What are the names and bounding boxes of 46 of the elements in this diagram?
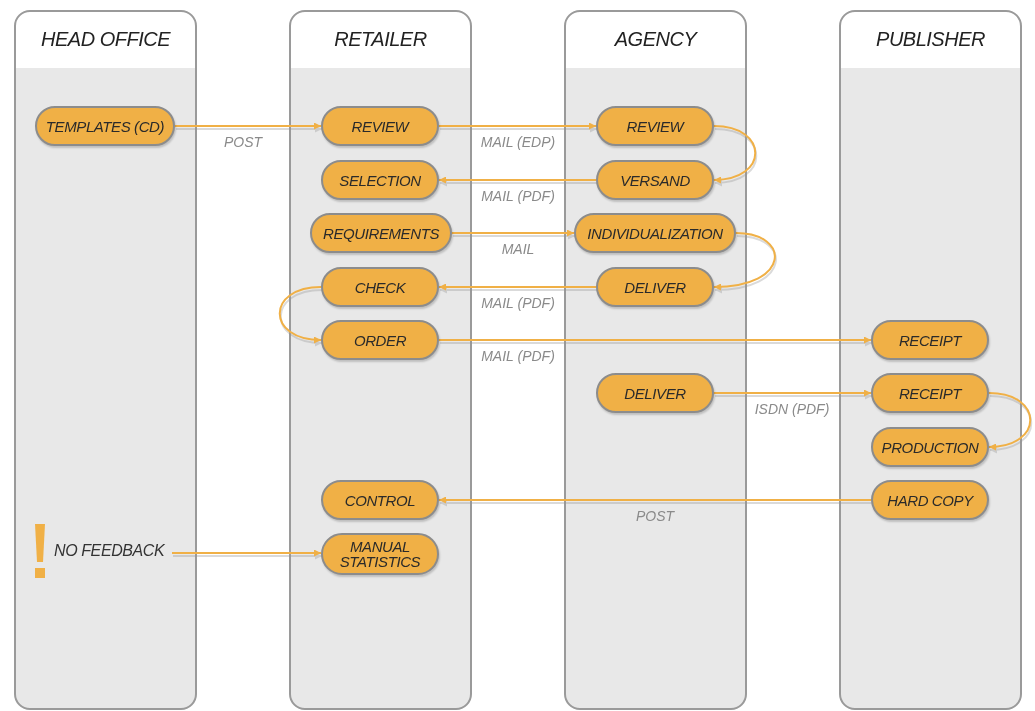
edge-label: MAIL (PDF) (481, 295, 555, 311)
swimlane (564, 10, 747, 710)
arrow (438, 283, 597, 291)
process-pill: MANUAL STATISTICS (321, 533, 439, 575)
process-pill: DELIVER (596, 267, 714, 307)
arrow (713, 125, 757, 183)
arrow (451, 229, 575, 237)
process-pill: CONTROL (321, 480, 439, 520)
swimlane (289, 10, 472, 710)
process-pill: REVIEW (321, 106, 439, 146)
process-pill: DELIVER (596, 373, 714, 413)
arrow (171, 549, 322, 557)
process-pill: RECEIPT (871, 373, 989, 413)
arrow (713, 389, 872, 397)
arrow (438, 176, 597, 184)
edge-label: ISDN (PDF) (754, 401, 830, 417)
process-pill: RECEIPT (871, 320, 989, 360)
note-text: NO FEEDBACK (54, 542, 172, 564)
arrow (988, 392, 1032, 450)
edge-label: MAIL (PDF) (481, 348, 555, 364)
edge-label: MAIL (EDP) (480, 134, 556, 150)
swimlane (14, 10, 197, 710)
lane-heading: RETAILER (333, 28, 428, 51)
edge-label: POST (223, 134, 263, 150)
lane-heading: PUBLISHER (875, 28, 986, 51)
process-pill: CHECK (321, 267, 439, 307)
swimlane (839, 10, 1022, 710)
process-pill: TEMPLATES (CD) (35, 106, 175, 146)
edge-label: MAIL (PDF) (481, 188, 555, 204)
process-pill: HARD COPY (871, 480, 989, 520)
process-pill: PRODUCTION (871, 427, 989, 467)
process-pill: VERSAND (596, 160, 714, 200)
process-pill: SELECTION (321, 160, 439, 200)
edge-label: POST (635, 508, 675, 524)
process-pill: INDIVIDUALIZATION (574, 213, 736, 253)
process-pill: REQUIREMENTS (310, 213, 452, 253)
process-pill: ORDER (321, 320, 439, 360)
arrow (174, 122, 322, 130)
arrow (278, 286, 322, 343)
process-pill: REVIEW (596, 106, 714, 146)
arrow (438, 336, 872, 344)
arrow (438, 496, 872, 504)
arrow (438, 122, 597, 130)
lane-heading: AGENCY (613, 28, 699, 51)
lane-heading: HEAD OFFICE (40, 28, 172, 51)
edge-label: MAIL (501, 241, 535, 257)
